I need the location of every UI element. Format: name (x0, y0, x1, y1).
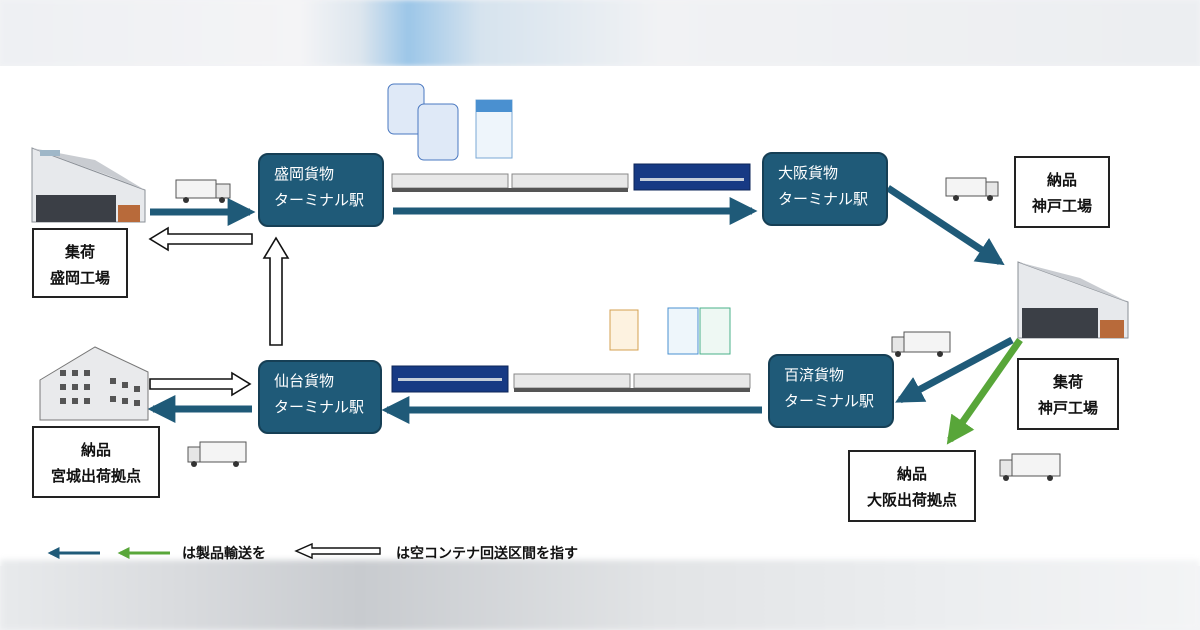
site-kobe-delivery: 納品 神戸工場 (1014, 156, 1110, 228)
arrow-kobe-to-kudara (895, 336, 1014, 404)
legend-product-label: は製品輸送を (182, 546, 266, 562)
truck-icon-3 (891, 331, 951, 357)
empty-arrow-station-to-factory (148, 226, 253, 252)
empty-arrow-miyagi-to-sendai (149, 371, 252, 397)
station-morioka-line1: 盛岡貨物 (274, 165, 335, 183)
freight-train-icon-bottom (391, 365, 751, 393)
top-blur-band (0, 0, 1200, 66)
station-kudara: 百済貨物 ターミナル駅 (768, 354, 894, 428)
station-kudara-line1: 百済貨物 (784, 366, 845, 384)
site-miyagi-delivery-line2: 宮城出荷拠点 (50, 467, 141, 485)
factory-icon-morioka (31, 147, 146, 223)
bottom-blur-band (0, 560, 1200, 630)
site-kobe-pickup-line2: 神戸工場 (1037, 399, 1098, 417)
milk-carton-icon-bottom (609, 307, 731, 355)
site-miyagi-delivery: 納品 宮城出荷拠点 (32, 426, 160, 498)
site-morioka-factory-line1: 集荷 (64, 243, 95, 261)
empty-arrow-sendai-to-morioka (262, 236, 290, 346)
freight-train-icon-top (391, 163, 751, 192)
arrow-kobe-to-osaka-delivery (946, 337, 1023, 445)
site-kobe-pickup-line1: 集荷 (1052, 373, 1083, 391)
site-miyagi-delivery-line1: 納品 (80, 441, 111, 459)
truck-icon-5 (999, 453, 1061, 481)
diagram-canvas (0, 66, 1200, 566)
site-kobe-delivery-line1: 納品 (1046, 171, 1077, 189)
site-osaka-delivery-line2: 大阪出荷拠点 (866, 491, 957, 509)
site-morioka-factory-line2: 盛岡工場 (49, 269, 110, 287)
station-morioka: 盛岡貨物 ターミナル駅 (258, 153, 384, 227)
site-osaka-delivery-line1: 納品 (896, 465, 927, 483)
truck-icon-1 (175, 179, 231, 203)
station-osaka: 大阪貨物 ターミナル駅 (762, 152, 888, 226)
warehouse-icon-miyagi (39, 346, 149, 421)
site-morioka-factory: 集荷 盛岡工場 (32, 228, 128, 298)
truck-icon-4 (187, 441, 247, 467)
station-osaka-line2: ターミナル駅 (778, 190, 869, 208)
station-osaka-line1: 大阪貨物 (778, 164, 839, 182)
site-osaka-delivery: 納品 大阪出荷拠点 (848, 450, 976, 522)
station-sendai-line2: ターミナル駅 (274, 398, 365, 416)
station-sendai: 仙台貨物 ターミナル駅 (258, 360, 382, 434)
legend-empty-arrow (294, 542, 381, 560)
arrow-osaka-to-kobe (886, 185, 1005, 266)
legend-empty-label: は空コンテナ回送区間を指す (396, 546, 578, 562)
site-kobe-pickup: 集荷 神戸工場 (1017, 358, 1119, 430)
truck-icon-2 (945, 177, 999, 201)
milk-carton-icon-top (387, 83, 513, 161)
station-kudara-line2: ターミナル駅 (784, 392, 875, 410)
station-sendai-line1: 仙台貨物 (274, 372, 335, 390)
station-morioka-line2: ターミナル駅 (274, 191, 365, 209)
factory-icon-kobe (1017, 261, 1129, 339)
site-kobe-delivery-line2: 神戸工場 (1031, 197, 1092, 215)
